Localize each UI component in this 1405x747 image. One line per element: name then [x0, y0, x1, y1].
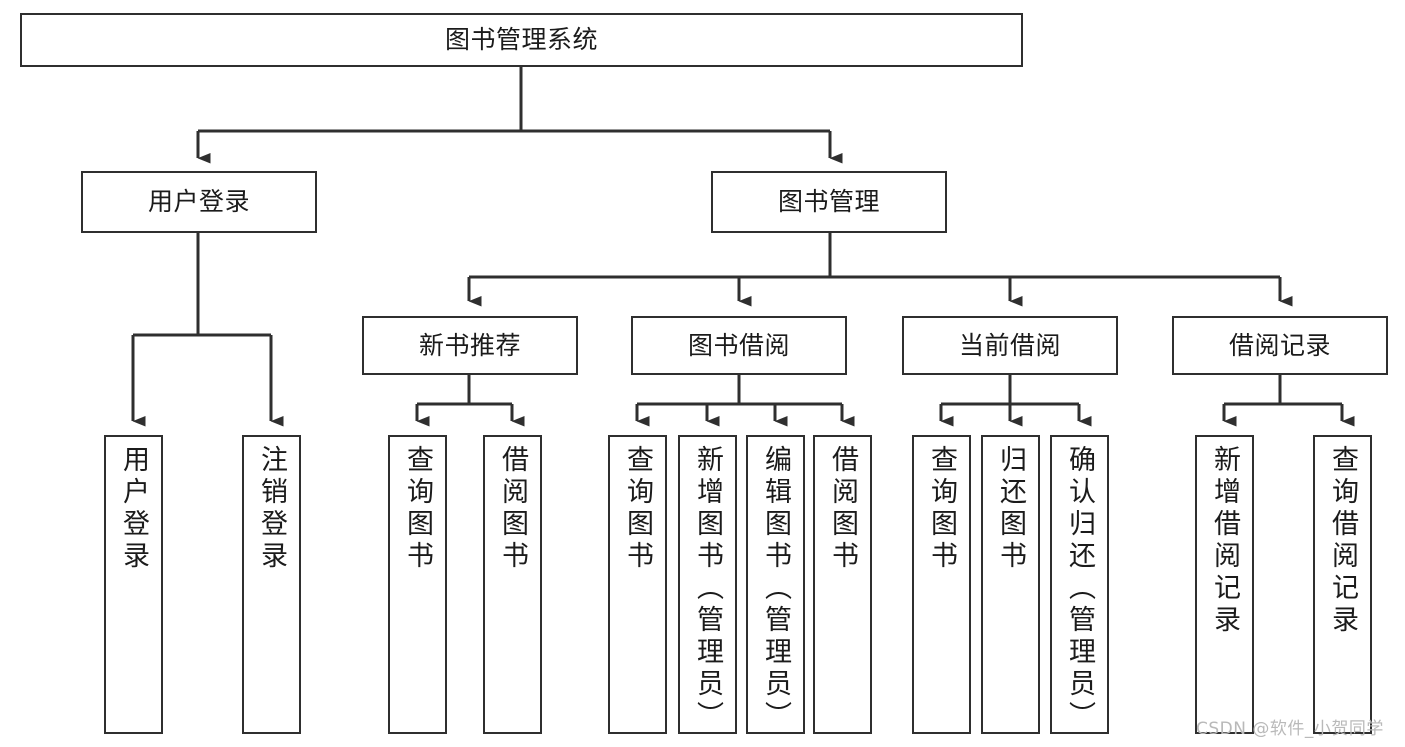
- node-leaf-confirm-return[interactable]: 确认归还（管理员）: [1050, 435, 1109, 734]
- node-leaf-return-book-label: 归还图书: [995, 445, 1026, 573]
- node-leaf-query-book-3-label: 查询图书: [926, 445, 957, 573]
- node-new-book-rec-label: 新书推荐: [418, 330, 521, 360]
- node-leaf-query-book-1[interactable]: 查询图书: [388, 435, 447, 734]
- node-root[interactable]: 图书管理系统: [20, 13, 1023, 67]
- node-leaf-return-book[interactable]: 归还图书: [981, 435, 1040, 734]
- node-leaf-query-book-2[interactable]: 查询图书: [608, 435, 667, 734]
- node-root-label: 图书管理系统: [444, 25, 598, 55]
- node-leaf-query-book-1-label: 查询图书: [402, 445, 433, 573]
- node-current-borrow[interactable]: 当前借阅: [902, 316, 1118, 375]
- node-leaf-add-record[interactable]: 新增借阅记录: [1195, 435, 1254, 734]
- node-leaf-add-book[interactable]: 新增图书（管理员）: [678, 435, 737, 734]
- node-book-manage-label: 图书管理: [777, 187, 880, 217]
- node-user-login[interactable]: 用户登录: [81, 171, 317, 233]
- node-leaf-borrow-book-1-label: 借阅图书: [497, 445, 528, 573]
- node-leaf-add-record-label: 新增借阅记录: [1209, 445, 1240, 637]
- node-book-manage[interactable]: 图书管理: [711, 171, 947, 233]
- node-leaf-edit-book[interactable]: 编辑图书（管理员）: [746, 435, 805, 734]
- node-leaf-user-login[interactable]: 用户登录: [104, 435, 163, 734]
- node-leaf-borrow-book-2[interactable]: 借阅图书: [813, 435, 872, 734]
- node-leaf-user-login-label: 用户登录: [118, 445, 149, 573]
- node-leaf-add-book-label: 新增图书（管理员）: [692, 445, 723, 733]
- node-leaf-logout-label: 注销登录: [256, 445, 287, 573]
- node-leaf-logout[interactable]: 注销登录: [242, 435, 301, 734]
- node-book-borrow[interactable]: 图书借阅: [631, 316, 847, 375]
- node-leaf-query-book-2-label: 查询图书: [622, 445, 653, 573]
- node-borrow-record[interactable]: 借阅记录: [1172, 316, 1388, 375]
- node-leaf-query-record[interactable]: 查询借阅记录: [1313, 435, 1372, 734]
- node-leaf-query-book-3[interactable]: 查询图书: [912, 435, 971, 734]
- node-user-login-label: 用户登录: [147, 187, 250, 217]
- csdn-watermark: CSDN @软件_小贺同学: [1196, 719, 1384, 739]
- node-leaf-query-record-label: 查询借阅记录: [1327, 445, 1358, 637]
- node-leaf-borrow-book-1[interactable]: 借阅图书: [483, 435, 542, 734]
- node-new-book-rec[interactable]: 新书推荐: [362, 316, 578, 375]
- node-leaf-edit-book-label: 编辑图书（管理员）: [760, 445, 791, 733]
- node-book-borrow-label: 图书借阅: [687, 330, 790, 360]
- node-leaf-confirm-return-label: 确认归还（管理员）: [1064, 445, 1095, 733]
- node-current-borrow-label: 当前借阅: [958, 330, 1061, 360]
- node-borrow-record-label: 借阅记录: [1228, 330, 1331, 360]
- node-leaf-borrow-book-2-label: 借阅图书: [827, 445, 858, 573]
